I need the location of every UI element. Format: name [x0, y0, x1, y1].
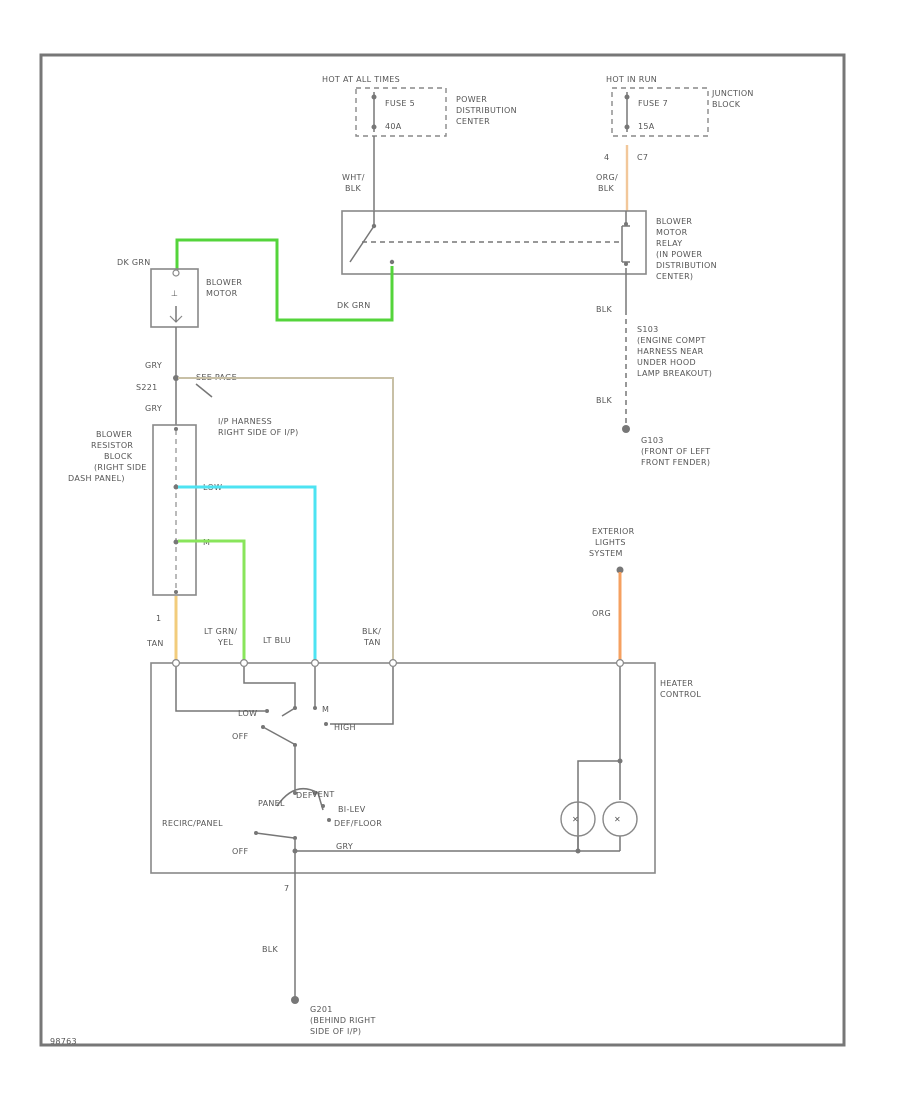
pin-7-label: 7 — [284, 884, 289, 893]
fan-m: M — [322, 705, 329, 714]
blower-resistor-block: BLOWER RESISTOR BLOCK (RIGHT SIDE DASH P… — [68, 424, 222, 596]
splice-s221 — [173, 375, 179, 381]
fuse-7-location: JUNCTION BLOCK — [711, 89, 757, 109]
mode-panel: PANEL — [258, 799, 285, 808]
lt-grn-yel-wire — [178, 539, 246, 662]
blk-label-g201: BLK — [262, 945, 279, 954]
blower-motor-box — [150, 268, 199, 328]
mode-switch-arc — [276, 787, 324, 811]
relay-box — [341, 210, 647, 275]
gry-label-top: GRY — [145, 361, 162, 370]
pin-tan — [172, 658, 181, 667]
mode-recirc-panel: RECIRC/PANEL — [162, 819, 223, 828]
fan-switch-blade — [262, 726, 295, 745]
pin-lt-blu — [311, 658, 320, 667]
heater-control-box — [150, 662, 656, 874]
fuse-7: HOT IN RUN FUSE 7 15A JUNCTION BLOCK — [606, 75, 757, 137]
fuse-7-box — [611, 87, 709, 137]
fan-off: OFF — [232, 732, 248, 741]
fuse-7-name: FUSE 7 — [638, 99, 668, 108]
fuse-5: HOT AT ALL TIMES FUSE 5 40A POWER DISTRI… — [322, 75, 520, 137]
dk-grn-label-relay: DK GRN — [337, 301, 371, 310]
blk-label-bottom: BLK — [596, 396, 613, 405]
s103-label: S103 (ENGINE COMPT HARNESS NEAR UNDER HO… — [637, 325, 712, 378]
blk-tan-label: BLK/TAN — [362, 627, 381, 647]
resistor-label: BLOWER RESISTOR BLOCK (RIGHT SIDE DASH P… — [68, 430, 149, 483]
fuse-7-amps: 15A — [638, 122, 655, 131]
relay-pin-c7: C7 — [637, 153, 648, 162]
g201-label: G201 (BEHIND RIGHT SIDE OF I/P) — [310, 1005, 379, 1036]
dk-grn-wire — [175, 238, 394, 322]
exterior-label: EXTERIOR LIGHTS SYSTEM — [589, 527, 637, 558]
fuse-5-header: HOT AT ALL TIMES — [322, 75, 400, 84]
lamp-1-icon — [560, 801, 596, 837]
lamp-2-icon — [602, 801, 638, 837]
lt-grn-label: LT GRN/YEL — [204, 627, 237, 647]
pin-lt-grn — [240, 658, 249, 667]
fan-high: HIGH — [334, 723, 356, 732]
svg-text:⊥: ⊥ — [171, 289, 178, 298]
lt-blu-label: LT BLU — [263, 636, 291, 645]
mode-bilevel: BI-LEV — [338, 805, 366, 814]
org-label: ORG — [592, 609, 611, 618]
relay-pin-4: 4 — [604, 153, 609, 162]
svg-text:✕: ✕ — [614, 815, 621, 824]
dk-grn-label-motor: DK GRN — [117, 258, 151, 267]
fuse-7-header: HOT IN RUN — [606, 75, 657, 84]
fuse-5-box — [355, 87, 447, 137]
fuse-5-location: POWER DISTRIBUTION CENTER — [456, 95, 520, 126]
fan-low: LOW — [238, 709, 257, 718]
mode-def-floor: DEF/FLOOR — [334, 819, 382, 828]
ground-g103-icon — [622, 425, 630, 433]
blower-motor-relay: BLOWER MOTOR RELAY (IN POWER DISTRIBUTIO… — [341, 210, 720, 281]
diagram-border — [39, 53, 846, 1047]
mode-off: OFF — [232, 847, 248, 856]
figure-id: 98763 — [50, 1037, 77, 1046]
heater-gry-label: GRY — [336, 842, 353, 851]
mode-def: DEF — [296, 791, 313, 800]
splice-id: S221 — [136, 383, 158, 392]
ground-g201-icon — [291, 996, 299, 1004]
mode-vent: VENT — [312, 790, 335, 799]
fuse-5-amps: 40A — [385, 122, 402, 131]
blk-label-top: BLK — [596, 305, 613, 314]
gry-label-bottom: GRY — [145, 404, 162, 413]
relay-label: BLOWER MOTOR RELAY (IN POWER DISTRIBUTIO… — [656, 217, 720, 281]
org-blk-label: ORG/BLK — [596, 173, 618, 193]
resistor-box — [152, 424, 197, 596]
tan-label: TAN — [146, 639, 164, 648]
lt-blu-wire — [178, 485, 317, 662]
pin-org — [615, 658, 624, 667]
pin-blk-tan — [389, 658, 398, 667]
fuse-5-name: FUSE 5 — [385, 99, 415, 108]
svg-text:✕: ✕ — [572, 815, 579, 824]
g103-label: G103 (FRONT OF LEFT FRONT FENDER) — [641, 436, 713, 467]
blk-tan-wire — [178, 377, 394, 662]
pin-1-label: 1 — [156, 614, 161, 623]
wht-blk-label: WHT/BLK — [342, 173, 365, 193]
